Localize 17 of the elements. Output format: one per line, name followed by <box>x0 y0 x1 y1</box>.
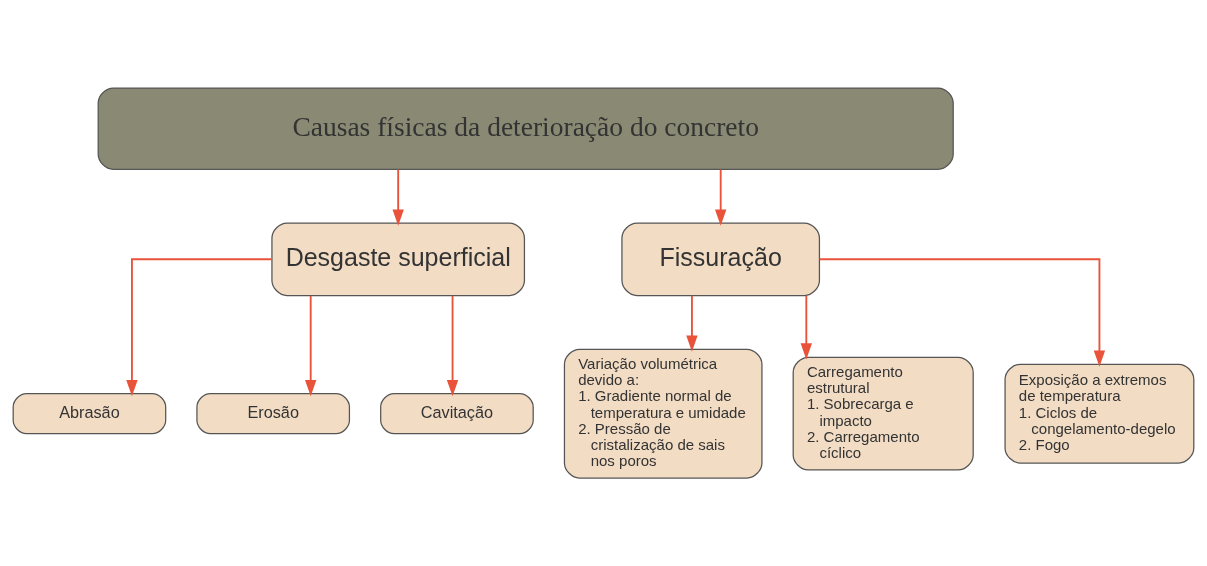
arrow <box>305 294 317 397</box>
arrow <box>392 168 404 226</box>
node-box: Variação volumétrica devido a: 1. Gradiente normal de temperatura e umidade 2. Pressão de cristalização de sais nos poros <box>563 348 763 479</box>
arrow <box>686 294 698 352</box>
arrow <box>800 294 812 360</box>
node-box: Exposição a extremos de temperatura 1. Ciclos de congelamento-degelo 2. Fogo <box>1004 363 1195 464</box>
node-box: Erosão <box>196 393 351 435</box>
node-box: Cavitação <box>380 393 534 435</box>
node-box: Desgaste superficial <box>271 222 526 297</box>
node-box: Causas físicas da deterioração do concreto <box>97 87 954 170</box>
arrow <box>715 168 727 226</box>
node-box: Carregamento estrutural 1. Sobrecarga e impacto 2. Carregamento cíclico <box>792 356 974 471</box>
node-box: Abrasão <box>12 393 167 435</box>
arrow <box>126 258 273 397</box>
arrow <box>818 258 1106 367</box>
arrow <box>446 294 459 397</box>
node-box: Fissuração <box>621 222 821 297</box>
